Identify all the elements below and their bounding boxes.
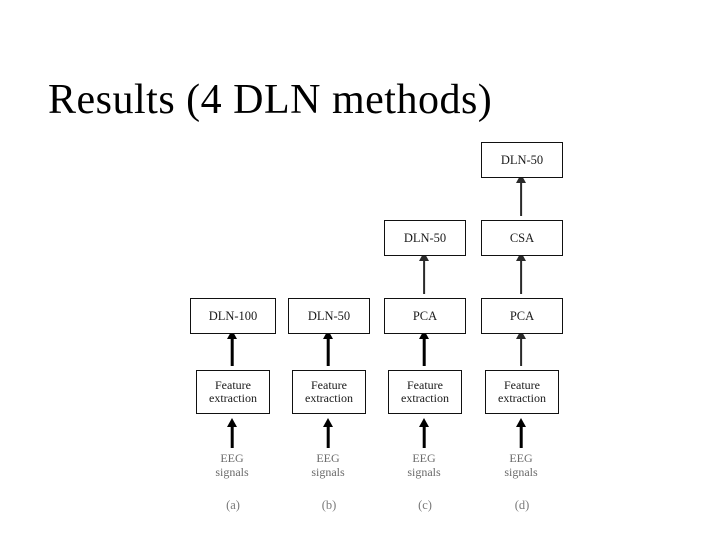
- arrow-head-icon: [516, 252, 526, 261]
- arrow-shaft: [519, 425, 523, 448]
- page-title: Results (4 DLN methods): [48, 77, 493, 124]
- dln-50-box-b: DLN-50: [288, 298, 370, 334]
- eeg-line1: EEG: [220, 451, 244, 465]
- eeg-line1: EEG: [316, 451, 340, 465]
- arrow-shaft: [326, 337, 330, 366]
- arrow-head-icon: [227, 330, 237, 339]
- csa-label: CSA: [509, 231, 535, 245]
- dln-50-label: DLN-50: [500, 153, 544, 167]
- arrow-shaft: [326, 425, 330, 448]
- feature-line2: extraction: [401, 391, 449, 405]
- arrow-head-icon: [323, 418, 333, 427]
- dln-50-box-c: DLN-50: [384, 220, 466, 256]
- eeg-line1: EEG: [412, 451, 436, 465]
- pca-box-c: PCA: [384, 298, 466, 334]
- arrow-head-icon: [516, 174, 526, 183]
- dln-100-label: DLN-100: [208, 309, 258, 323]
- feature-line1: Feature: [504, 377, 540, 392]
- feature-extraction-box-b: Feature extraction: [292, 370, 366, 414]
- feature-extraction-box-a: Feature extraction: [196, 370, 270, 414]
- arrow-shaft: [230, 337, 234, 366]
- arrow-head-icon: [516, 418, 526, 427]
- arrow-shaft: [520, 181, 522, 216]
- arrow-head-icon: [419, 330, 429, 339]
- dln-50-box-d: DLN-50: [481, 142, 563, 178]
- arrow-shaft: [423, 259, 425, 294]
- arrow-shaft: [422, 425, 426, 448]
- eeg-line2: signals: [215, 464, 249, 479]
- feature-line2: extraction: [305, 391, 353, 405]
- feature-line2: extraction: [498, 391, 546, 405]
- arrow-shaft: [520, 259, 522, 294]
- csa-box-d: CSA: [481, 220, 563, 256]
- eeg-signals-label-d: EEG signals: [487, 451, 555, 480]
- caption-d: (d): [514, 498, 530, 512]
- caption-c: (c): [418, 498, 432, 512]
- dln-50-label: DLN-50: [403, 231, 447, 245]
- eeg-line1: EEG: [509, 451, 533, 465]
- feature-extraction-box-c: Feature extraction: [388, 370, 462, 414]
- pca-box-d: PCA: [481, 298, 563, 334]
- dln-100-box-a: DLN-100: [190, 298, 276, 334]
- feature-line1: Feature: [407, 377, 443, 392]
- eeg-signals-label-b: EEG signals: [294, 451, 362, 480]
- arrow-head-icon: [419, 252, 429, 261]
- arrow-shaft: [230, 425, 234, 448]
- arrow-shaft: [422, 337, 426, 366]
- eeg-signals-label-a: EEG signals: [198, 451, 266, 480]
- feature-line1: Feature: [215, 377, 251, 392]
- dln-50-label: DLN-50: [307, 309, 351, 323]
- feature-line1: Feature: [311, 377, 347, 392]
- pca-label: PCA: [412, 309, 438, 323]
- caption-a: (a): [226, 498, 240, 512]
- feature-extraction-box-d: Feature extraction: [485, 370, 559, 414]
- eeg-signals-label-c: EEG signals: [390, 451, 458, 480]
- eeg-line2: signals: [407, 464, 441, 479]
- arrow-shaft: [520, 337, 522, 366]
- arrow-head-icon: [323, 330, 333, 339]
- caption-b: (b): [321, 498, 337, 512]
- arrow-head-icon: [227, 418, 237, 427]
- flowchart-diagram: EEG signals Feature extraction DLN-100 (…: [180, 130, 600, 525]
- eeg-line2: signals: [311, 464, 345, 479]
- pca-label: PCA: [509, 309, 535, 323]
- feature-line2: extraction: [209, 391, 257, 405]
- arrow-head-icon: [419, 418, 429, 427]
- eeg-line2: signals: [504, 464, 538, 479]
- arrow-head-icon: [516, 330, 526, 339]
